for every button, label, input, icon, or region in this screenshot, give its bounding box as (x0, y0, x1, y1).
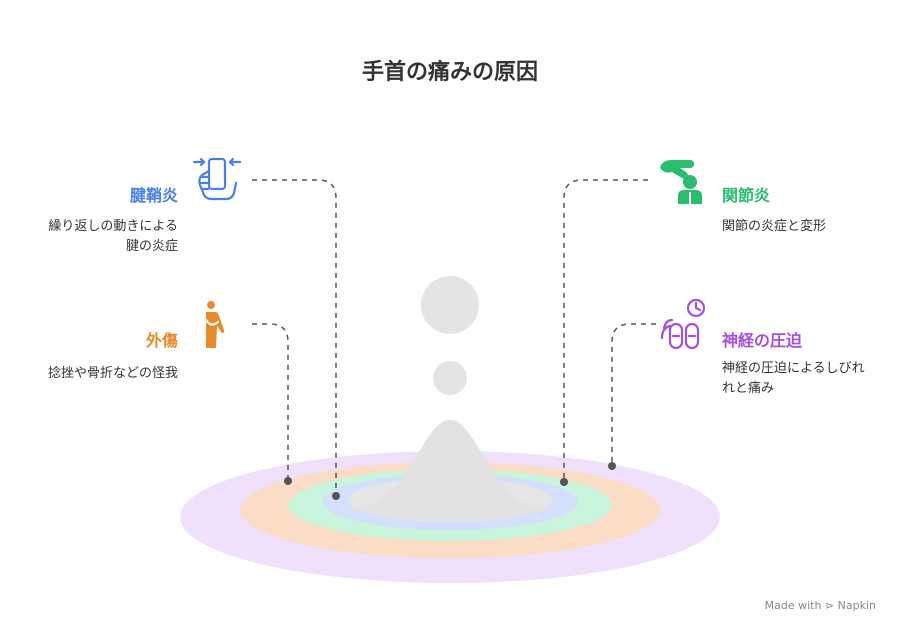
connector-dot-tendinitis (332, 492, 340, 500)
label-nerve-compression: 神経の圧迫 (722, 331, 803, 350)
description-nerve-compression: 神経の圧迫によるしびれ れと痛み (722, 359, 865, 399)
description-line: 捻挫や骨折などの怪我 (47, 366, 178, 381)
description-trauma: 捻挫や骨折などの怪我 (48, 364, 178, 384)
description-tendinitis: 繰り返しの動きによる 腱の炎症 (48, 217, 178, 257)
connector-dot-arthritis (560, 478, 568, 486)
connector-tendinitis (252, 179, 337, 496)
connector-dot-trauma (284, 477, 292, 485)
label-trauma: 外傷 (145, 331, 178, 350)
page-title: 手首の痛みの原因 (361, 60, 538, 85)
hand-phone-icon (192, 157, 242, 201)
description-line: 神経の圧迫によるしびれ (722, 361, 865, 376)
fingers-clock-icon (660, 298, 706, 350)
description-line: 腱の炎症 (125, 239, 178, 254)
water-splash-peak (348, 420, 552, 521)
description-line: れと痛み (722, 381, 775, 396)
description-line: 繰り返しの動きによる (48, 219, 178, 234)
connector-trauma (252, 323, 289, 481)
description-line: 関節の炎症と変形 (722, 219, 827, 234)
connector-arthritis (563, 179, 648, 482)
connector-dot-nerve (608, 462, 616, 470)
connector-nerve (611, 323, 656, 466)
joint-hand-icon (660, 160, 702, 204)
water-droplet-large (421, 276, 479, 334)
label-arthritis: 関節炎 (722, 186, 771, 205)
label-tendinitis: 腱鞘炎 (129, 186, 178, 205)
description-arthritis: 関節の炎症と変形 (722, 217, 826, 237)
napkin-watermark: Made with ⋗ Napkin (764, 599, 876, 612)
injured-arm-icon (204, 301, 225, 348)
water-droplet-small (433, 361, 467, 395)
